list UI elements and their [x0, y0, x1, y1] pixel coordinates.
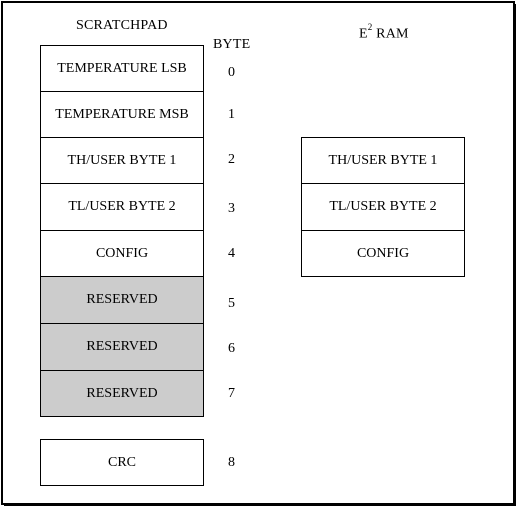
byte-index-3: 3	[228, 201, 235, 216]
byte-index-8: 8	[228, 455, 235, 470]
byte-index-5: 5	[228, 296, 235, 311]
byte-column-header: BYTE	[213, 37, 251, 52]
scratchpad-cell-label: RESERVED	[86, 385, 158, 401]
scratchpad-cell-label: RESERVED	[86, 339, 158, 354]
scratchpad-cell-label: TH/USER BYTE 1	[67, 152, 177, 168]
scratchpad-cell-label: TEMPERATURE MSB	[55, 106, 189, 122]
scratchpad-cell-label: TL/USER BYTE 2	[68, 199, 176, 214]
eeprom-cell-th-user-byte-1: TH/USER BYTE 1	[301, 137, 465, 184]
byte-index-4: 4	[228, 246, 235, 261]
scratchpad-title: SCRATCHPAD	[76, 18, 168, 33]
scratchpad-cell-reserved-7: RESERVED	[40, 370, 204, 417]
eeprom-cell-config: CONFIG	[301, 230, 465, 277]
byte-index-0: 0	[228, 65, 235, 80]
scratchpad-cell-reserved-6: RESERVED	[40, 323, 204, 371]
scratchpad-cell-label: TEMPERATURE LSB	[57, 60, 187, 76]
scratchpad-cell-reserved-5: RESERVED	[40, 276, 204, 324]
byte-index-1: 1	[228, 107, 235, 122]
scratchpad-cell-config: CONFIG	[40, 230, 204, 277]
scratchpad-cell-crc: CRC	[40, 439, 204, 486]
scratchpad-cell-th-user-byte-1: TH/USER BYTE 1	[40, 137, 204, 184]
byte-index-2: 2	[228, 152, 235, 167]
scratchpad-cell-tl-user-byte-2: TL/USER BYTE 2	[40, 183, 204, 231]
eeprom-cell-tl-user-byte-2: TL/USER BYTE 2	[301, 183, 465, 231]
scratchpad-cell-temperature-lsb: TEMPERATURE LSB	[40, 45, 204, 92]
byte-index-7: 7	[228, 386, 235, 401]
eeprom-title-suffix: RAM	[372, 26, 409, 42]
eeprom-title: E2 RAM	[359, 22, 409, 43]
eeprom-cell-label: TL/USER BYTE 2	[329, 199, 437, 214]
byte-index-6: 6	[228, 341, 235, 356]
eeprom-title-prefix: E	[359, 26, 368, 42]
eeprom-title-superscript: 2	[367, 22, 373, 32]
scratchpad-cell-label: CONFIG	[95, 245, 149, 261]
scratchpad-cell-label: CRC	[107, 454, 136, 470]
scratchpad-cell-label: RESERVED	[86, 292, 158, 307]
eeprom-cell-label: CONFIG	[356, 245, 410, 261]
scratchpad-cell-temperature-msb: TEMPERATURE MSB	[40, 91, 204, 138]
eeprom-cell-label: TH/USER BYTE 1	[328, 152, 438, 168]
